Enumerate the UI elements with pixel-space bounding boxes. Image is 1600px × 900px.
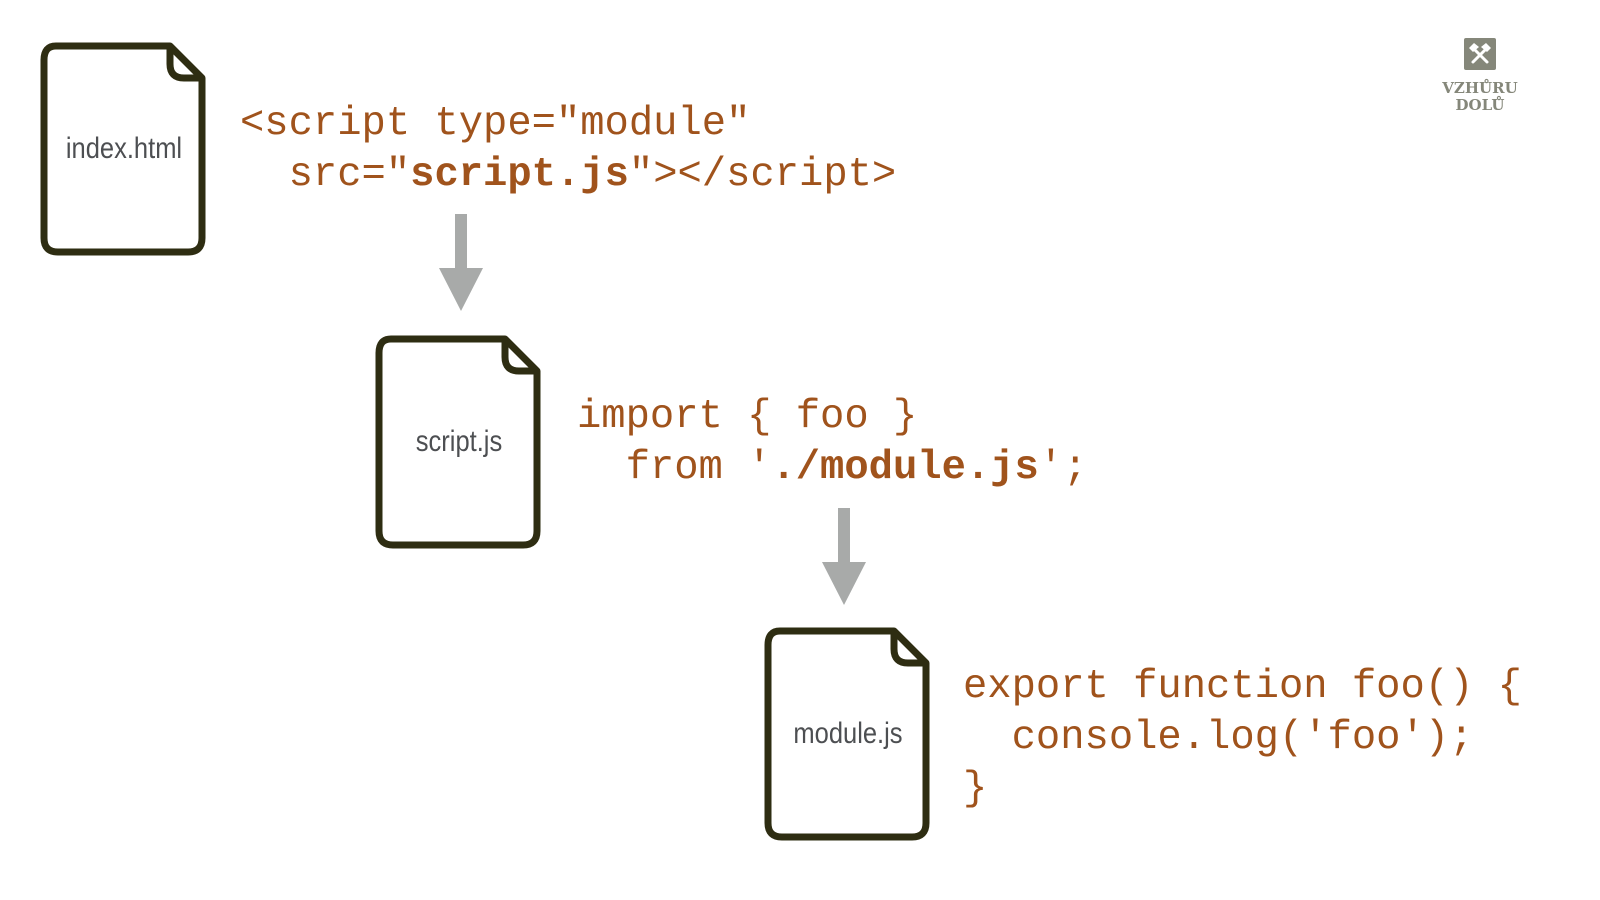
code-text: from ': [577, 445, 772, 491]
file-name: index.html: [65, 132, 183, 165]
code-line: import { foo }: [577, 394, 918, 440]
code-script-js: import { foo } from './module.js';: [577, 392, 1087, 494]
code-text: "></script>: [628, 152, 897, 198]
code-text: src=": [240, 152, 411, 198]
code-module-js: export function foo() { console.log('foo…: [963, 662, 1522, 815]
file-name: script.js: [415, 425, 503, 458]
arrow-down-icon: [822, 508, 866, 605]
arrow-down-icon: [439, 214, 483, 311]
file-icon-index-html: index.html: [40, 42, 208, 256]
code-line: export function foo() {: [963, 664, 1522, 710]
code-index-html: <script type="module" src="script.js"></…: [240, 99, 896, 201]
code-text: ';: [1038, 445, 1088, 491]
file-icon-script-js: script.js: [375, 335, 543, 549]
vzhuru-dolu-logo: VZHŮRU DOLŮ: [1430, 38, 1530, 114]
logo-line-2: DOLŮ: [1455, 96, 1505, 114]
document-icon: [764, 627, 930, 841]
document-icon: [375, 335, 541, 549]
file-name: module.js: [793, 717, 903, 750]
code-highlight: script.js: [410, 152, 629, 198]
crossed-hammers-icon: [1464, 38, 1496, 70]
code-highlight: ./module.js: [771, 445, 1039, 491]
file-icon-module-js: module.js: [764, 627, 932, 841]
document-icon: [40, 42, 206, 256]
logo-line-1: VZHŮRU: [1442, 79, 1518, 97]
code-line: }: [963, 766, 988, 812]
code-line: console.log('foo');: [963, 715, 1474, 761]
code-line: <script type="module": [240, 101, 751, 147]
